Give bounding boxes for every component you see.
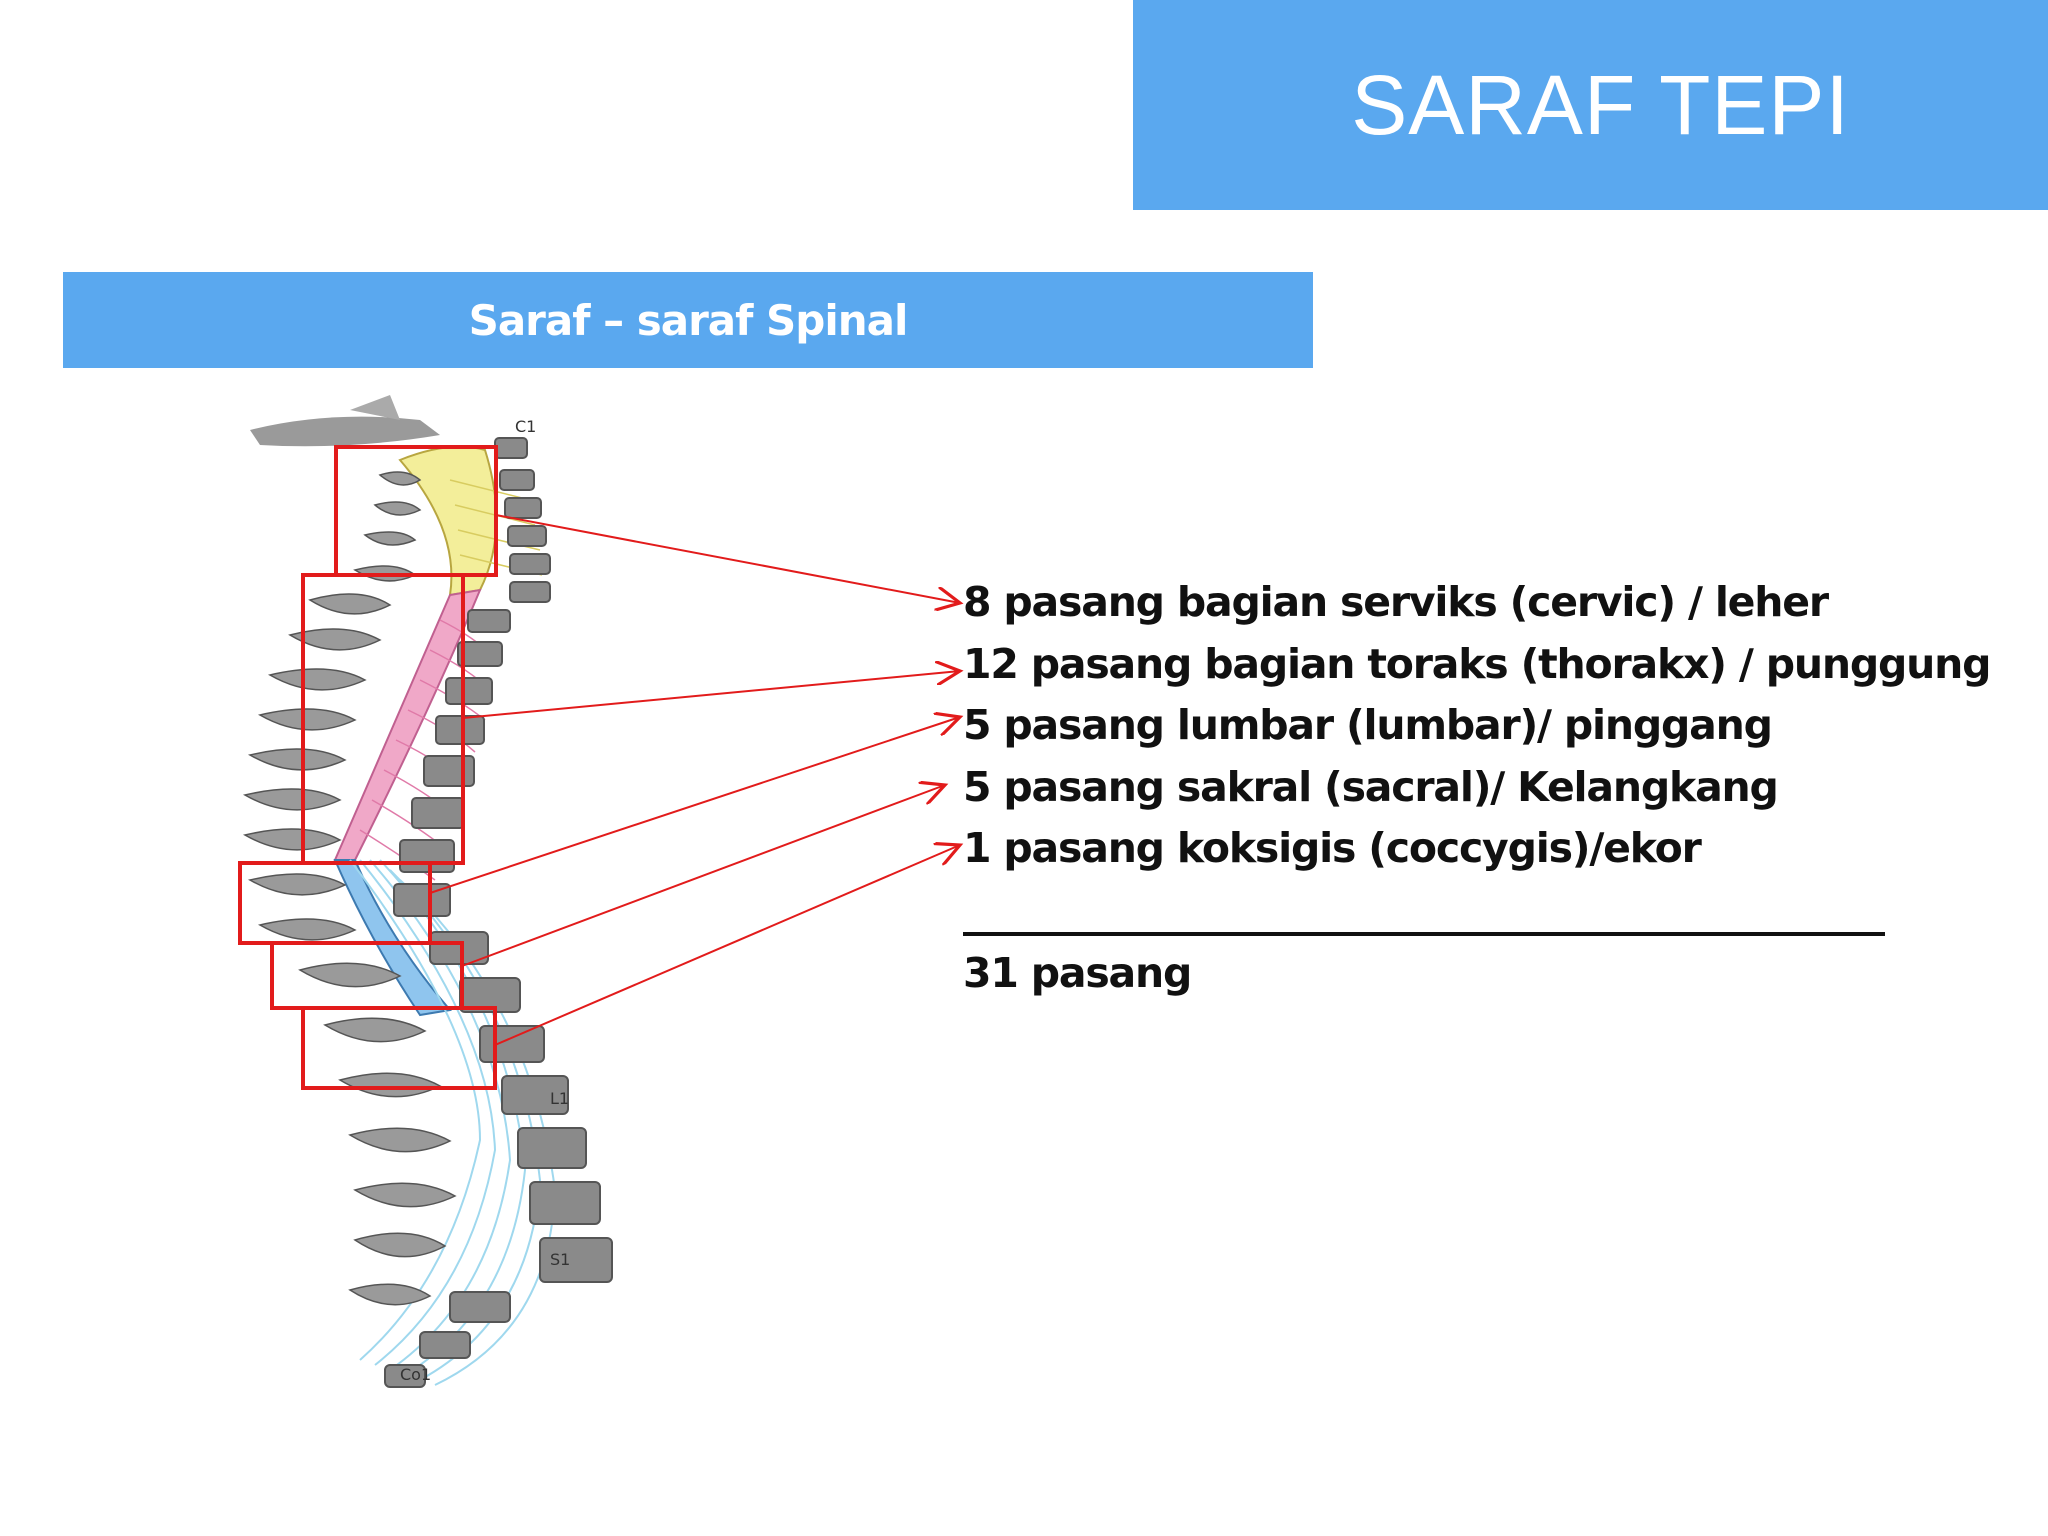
total-pairs: 31 pasang [963,949,1192,997]
label-c1: C1 [515,417,536,436]
nerve-pairs-list: 8 pasang bagian serviks (cervic) / leher… [963,572,2023,880]
page-title: SARAF TEPI [1351,57,1850,152]
subtitle-banner: Saraf – saraf Spinal [63,272,1313,368]
spine-illustration: C1 L1 S1 Co1 [242,395,613,1388]
label-s1: S1 [550,1250,570,1269]
label-coccyx: Co1 [400,1365,431,1384]
label-l1: L1 [550,1089,569,1108]
list-item-lumbar: 5 pasang lumbar (lumbar)/ pinggang [963,701,1773,749]
list-item-thoracic: 12 pasang bagian toraks (thorakx) / pung… [963,639,1991,688]
list-item-coccygeal: 1 pasang koksigis (coccygis)/ekor [963,824,1702,872]
sum-divider [963,932,1885,936]
list-item-cervical: 8 pasang bagian serviks (cervic) / leher [963,578,1829,626]
section-subtitle: Saraf – saraf Spinal [468,295,909,345]
title-banner: SARAF TEPI [1133,0,2048,210]
list-item-sacral: 5 pasang sakral (sacral)/ Kelangkang [963,762,1779,811]
